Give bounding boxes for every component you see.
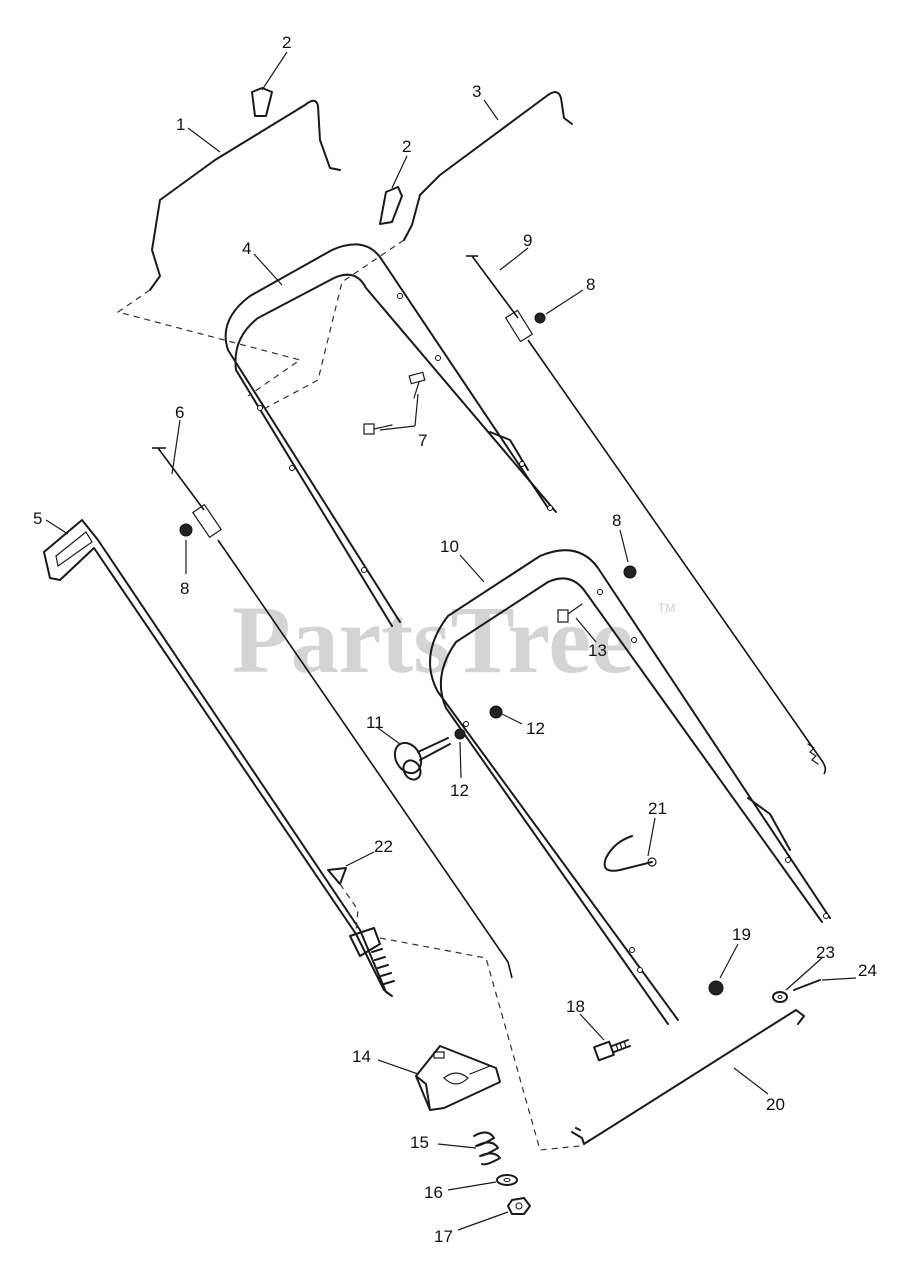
callout-22: 22 (374, 837, 393, 856)
callout-23: 23 (816, 943, 835, 962)
callout-3: 3 (472, 82, 481, 101)
nut (534, 312, 546, 324)
hex-nut (507, 1197, 531, 1215)
lower-handle-inner (439, 577, 823, 1025)
callout-21: 21 (648, 799, 667, 818)
assembly-line (339, 883, 359, 933)
callout-8: 8 (180, 579, 189, 598)
upper-handle-hole (289, 465, 295, 471)
cable-adjuster-left (191, 503, 223, 539)
washer-lower (496, 1174, 518, 1186)
bolt (593, 1039, 631, 1062)
callout-4: 4 (242, 239, 251, 258)
lower-handle-hole (631, 637, 637, 643)
callout-14: 14 (352, 1047, 371, 1066)
callout-12: 12 (450, 781, 469, 800)
callout-5: 5 (33, 509, 42, 528)
pivot-pin (327, 867, 347, 885)
cable-tie-head (647, 857, 657, 867)
assembly-line (261, 239, 405, 411)
cable-adjuster-right (504, 309, 534, 343)
cable-tie (603, 835, 653, 872)
lower-handle-hole (823, 913, 829, 919)
callout-15: 15 (410, 1133, 429, 1152)
callout-18: 18 (566, 997, 585, 1016)
lower-handle-bracket (747, 797, 791, 851)
callout-13: 13 (588, 641, 607, 660)
callout-2: 2 (282, 33, 291, 52)
cable-clip-upper (251, 87, 273, 117)
upper-handle-inner (234, 273, 557, 627)
handle-knob (393, 737, 451, 781)
bail-wire-right (403, 91, 573, 241)
callout-17: 17 (434, 1227, 453, 1246)
upper-handle-hole (435, 355, 441, 361)
callout-8: 8 (586, 275, 595, 294)
upper-handle-hole (547, 505, 553, 511)
callout-11: 11 (366, 713, 384, 732)
leader-lines (45, 51, 857, 1231)
control-lever-grip (55, 531, 93, 568)
screw-upper (408, 371, 426, 399)
nut-lower-handle (489, 705, 503, 719)
upper-handle (224, 243, 549, 623)
lower-handle-hole (463, 721, 469, 727)
pivot-bracket (349, 927, 381, 957)
nut-rod (708, 980, 724, 996)
upper-handle-hole (397, 293, 403, 299)
cable-clip-lower (379, 186, 403, 225)
lower-handle (429, 549, 831, 1021)
callout-6: 6 (175, 403, 184, 422)
screw-lower (363, 423, 393, 435)
assembly-line (379, 937, 581, 1151)
upper-handle-hole (519, 461, 525, 467)
spring (473, 1131, 501, 1166)
control-lever-threads (371, 948, 395, 985)
callout-19: 19 (732, 925, 751, 944)
nut (179, 523, 193, 537)
washer (772, 991, 788, 1003)
watermark-text: PartsTree (232, 586, 634, 693)
lower-handle-hole (785, 857, 791, 863)
callout-2: 2 (402, 137, 411, 156)
lower-handle-hole (597, 589, 603, 595)
screw-lower-handle (557, 603, 583, 623)
callout-8: 8 (612, 511, 621, 530)
upper-handle-hole (361, 567, 367, 573)
bail-wire-left (149, 99, 341, 291)
nut (623, 565, 637, 579)
cable-spring-right (807, 743, 819, 765)
callout-10: 10 (440, 537, 459, 556)
lower-handle-hole (637, 967, 643, 973)
control-cable-left (152, 447, 513, 979)
connecting-rod (571, 1009, 805, 1145)
cotter-pin (793, 979, 821, 991)
callout-20: 20 (766, 1095, 785, 1114)
mounting-bracket (415, 1045, 501, 1111)
callout-24: 24 (858, 961, 877, 980)
callout-7: 7 (418, 431, 427, 450)
watermark-trademark: TM (658, 601, 675, 615)
control-lever (43, 519, 393, 997)
callout-9: 9 (523, 231, 532, 250)
callout-1: 1 (176, 115, 185, 134)
nut-lower-handle (454, 728, 466, 740)
upper-handle-hole (257, 405, 263, 411)
callout-16: 16 (424, 1183, 443, 1202)
control-cable-right (466, 255, 827, 775)
callout-12: 12 (526, 719, 545, 738)
assembly-line (116, 289, 302, 397)
upper-handle-bracket (489, 431, 529, 471)
lower-handle-hole (629, 947, 635, 953)
